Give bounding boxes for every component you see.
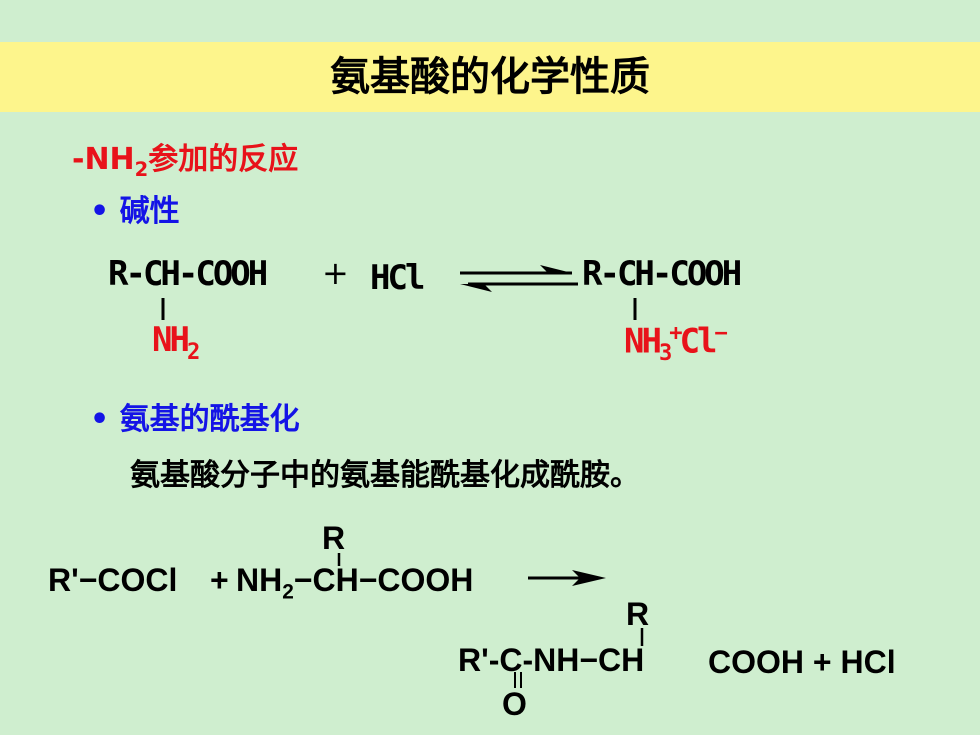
ammonium-base: NH: [624, 321, 662, 362]
bullet-marker: •: [90, 402, 110, 437]
heading-prefix: -NH: [72, 142, 135, 177]
reaction1-amino-group: NH2: [152, 320, 200, 365]
amino-base: NH: [152, 320, 190, 360]
amino-subscript: 2: [186, 338, 200, 365]
reaction2-product-left: R'-C-NH−CH: [458, 642, 645, 678]
reaction2-plus: +: [210, 562, 229, 598]
equilibrium-arrow-icon: [460, 265, 578, 292]
ammonium-charge: +: [669, 320, 682, 346]
chloride-anion: Cl: [679, 321, 718, 362]
reaction2-reactant1: R'−COCl: [48, 562, 178, 598]
reactant2-suffix: −CH−COOH: [293, 562, 474, 598]
chloride-charge: −: [714, 320, 728, 346]
reaction2-product-right: COOH + HCl: [708, 644, 896, 680]
ammonium-subscript: 3: [658, 340, 672, 367]
reactant2-subscript: 2: [282, 580, 294, 604]
reaction2-r-group: R: [322, 520, 346, 556]
forward-arrow-icon: [528, 570, 606, 586]
heading-subscript: 2: [134, 158, 149, 181]
reaction1-reactant: R-CH-COOH: [108, 254, 268, 294]
page-title: 氨基酸的化学性质: [330, 54, 650, 100]
bullet-item-acylation: • 氨基的酰基化: [90, 394, 300, 438]
reaction1-reagent: HCl: [370, 258, 425, 298]
reaction2-reactant2: NH2−CH−COOH: [236, 562, 473, 604]
reaction2-product-r-group: R: [626, 596, 650, 632]
reactant2-prefix: NH: [236, 562, 283, 598]
bullet-label: 氨基的酰基化: [119, 402, 300, 437]
bullet-label: 碱性: [119, 194, 180, 229]
reaction1-ammonium-group: NH3+Cl−: [624, 320, 728, 367]
reaction2-carbonyl-oxygen: O: [502, 686, 527, 722]
bullet-item-basicity: • 碱性: [90, 186, 180, 230]
section-heading: -NH2参加的反应: [72, 134, 298, 181]
reaction1-plus: +: [322, 254, 349, 292]
heading-suffix: 参加的反应: [148, 142, 299, 177]
description-text: 氨基酸分子中的氨基能酰基化成酰胺。: [130, 458, 640, 493]
reaction1-product: R-CH-COOH: [582, 254, 742, 294]
title-bar: 氨基酸的化学性质: [0, 42, 980, 112]
bullet-marker: •: [90, 194, 110, 229]
